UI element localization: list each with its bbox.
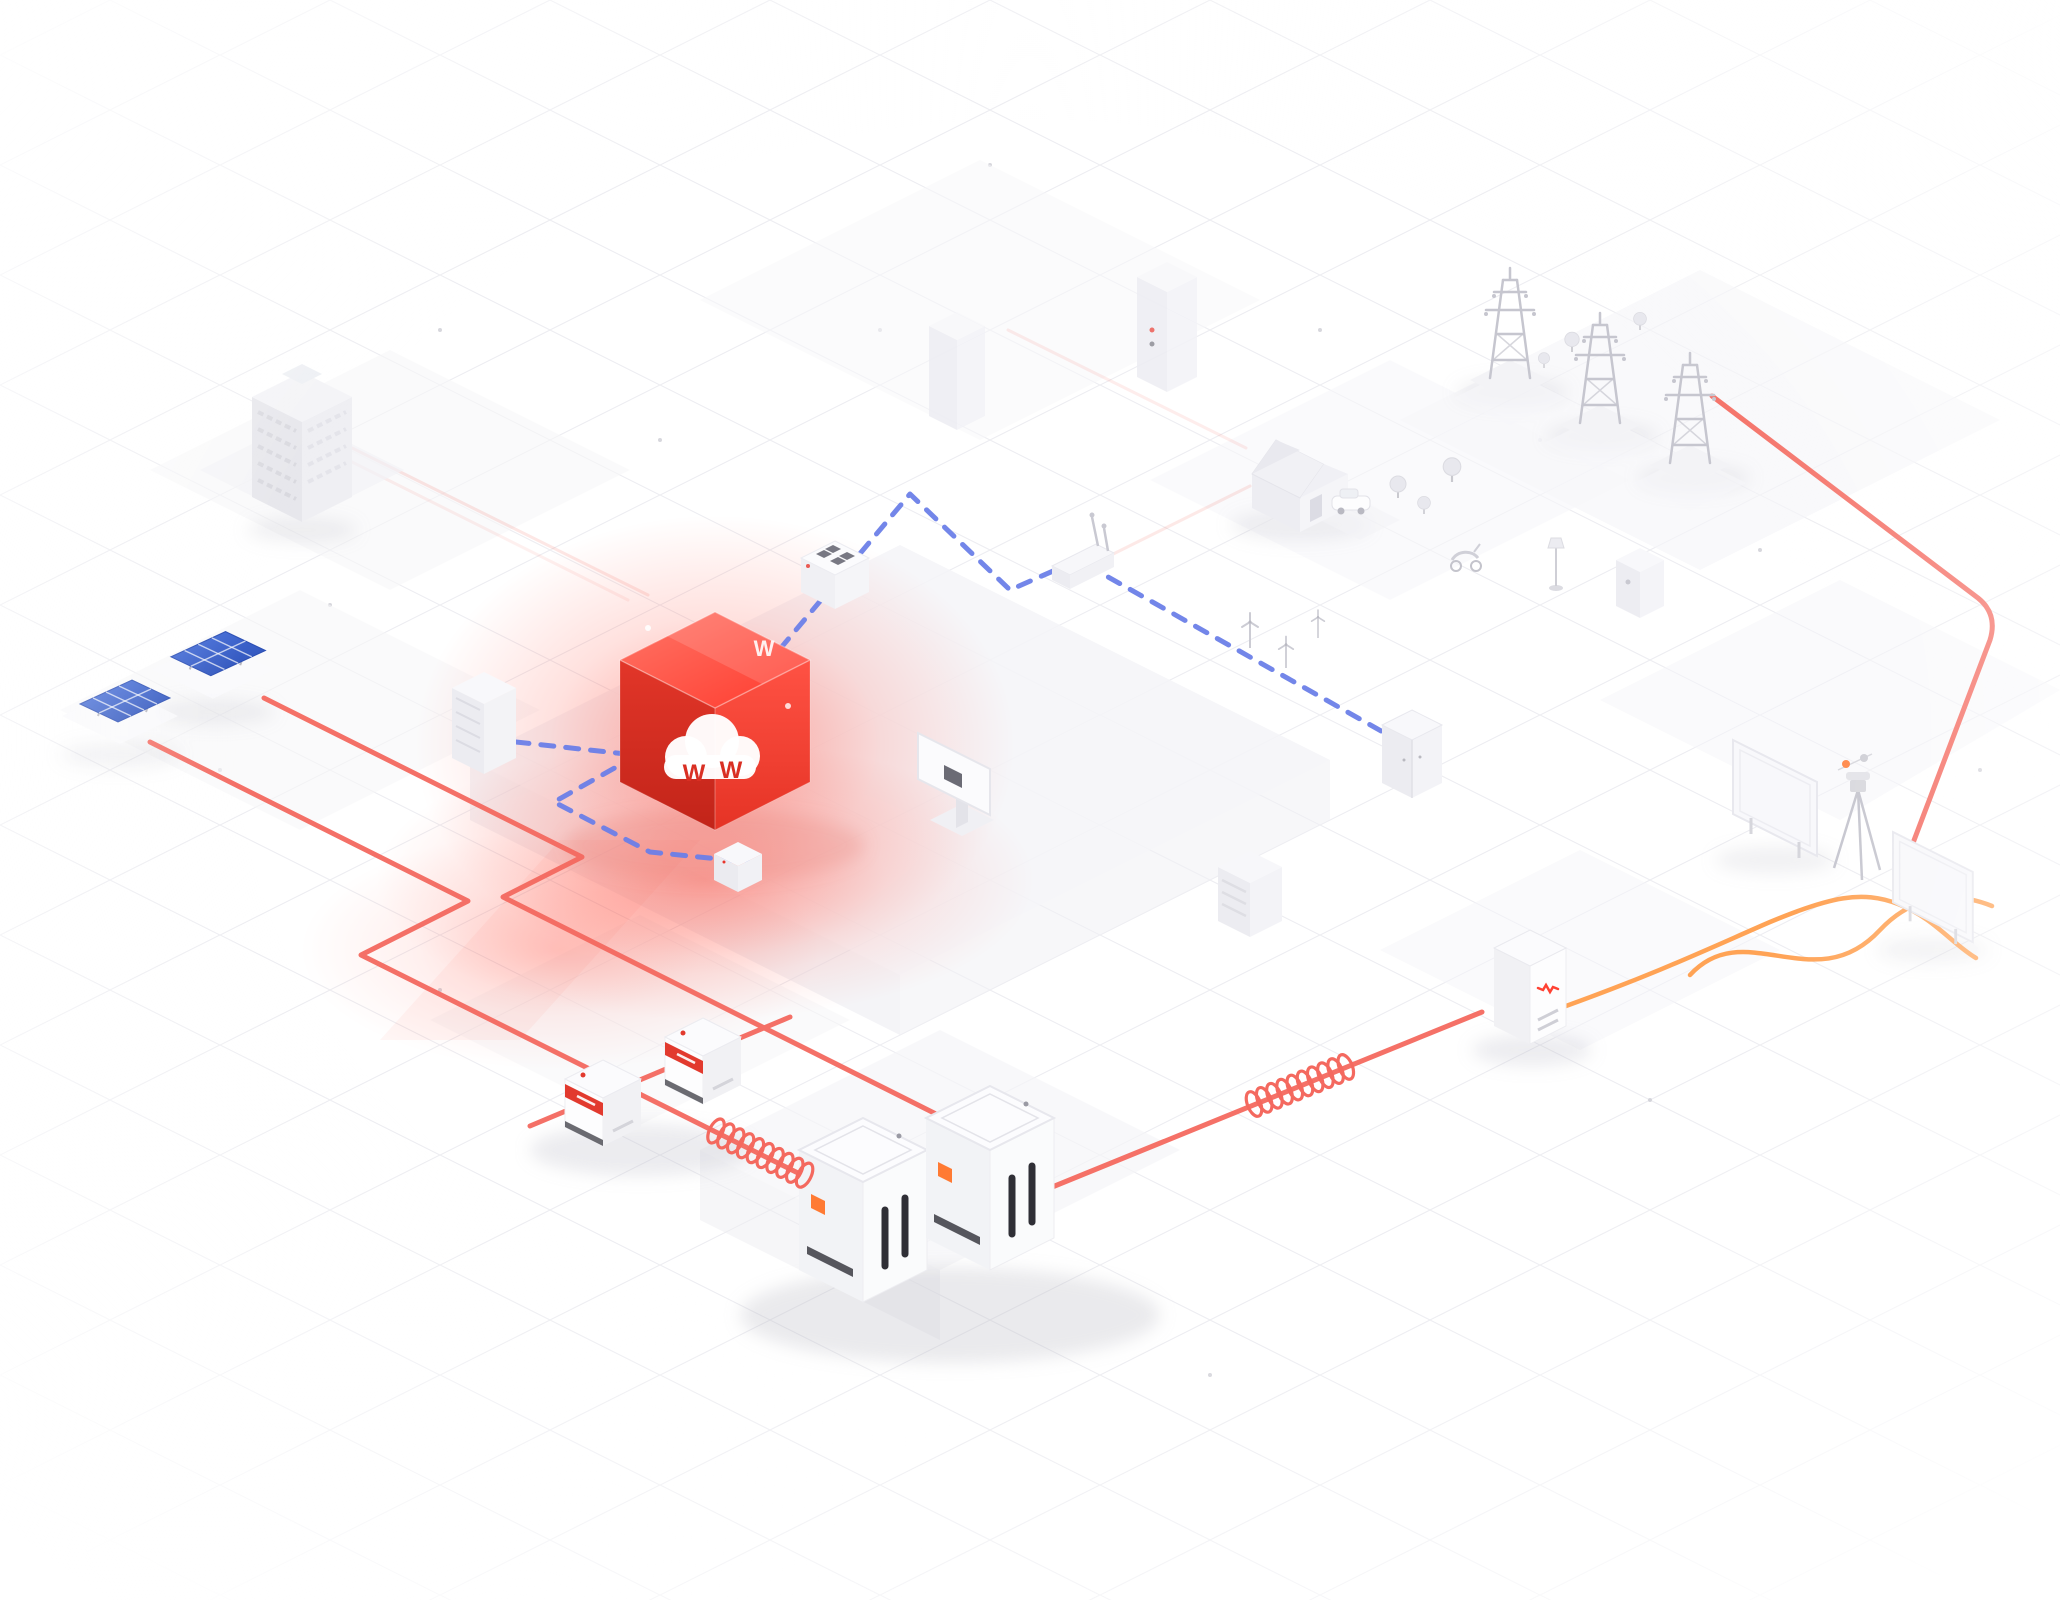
edge-fade-overlay bbox=[0, 0, 2060, 1600]
illustration-canvas: W W W bbox=[0, 0, 2060, 1600]
energy-network-illustration: W W W bbox=[0, 0, 2060, 1600]
